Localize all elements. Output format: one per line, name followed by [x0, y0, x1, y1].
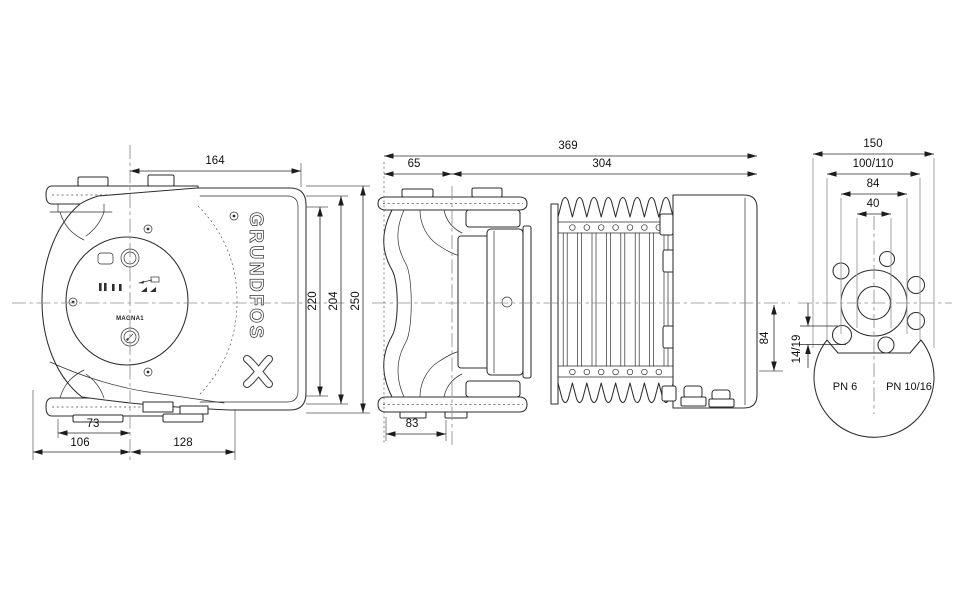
front-dimensions: 164 220 204 250 73 106 128 — [32, 155, 370, 460]
side-top-flange — [377, 187, 528, 228]
cable-clip-icon — [659, 213, 674, 236]
label-pn6: PN 6 — [833, 381, 857, 393]
dim-40: 40 — [867, 198, 880, 210]
dim-220: 220 — [307, 291, 319, 310]
dim-84-side: 84 — [759, 331, 771, 344]
dim-65: 65 — [408, 158, 421, 170]
dim-369: 369 — [558, 140, 577, 152]
flange-extension-lines — [812, 158, 935, 348]
dim-204: 204 — [328, 291, 340, 311]
display-icon — [97, 252, 114, 265]
meter-icon — [138, 276, 160, 284]
pump-mode-icons — [141, 287, 156, 292]
dim-128: 128 — [173, 437, 192, 449]
label-pn10-16: PN 10/16 — [886, 381, 932, 393]
terminal-box — [661, 194, 758, 409]
bolt-holes — [831, 250, 926, 354]
dim-304: 304 — [592, 158, 612, 170]
dim-106: 106 — [70, 437, 89, 449]
dim-164: 164 — [205, 155, 225, 167]
control-face — [65, 236, 189, 366]
front-neck-details — [49, 203, 225, 415]
dim-83: 83 — [406, 418, 419, 430]
dim-73: 73 — [87, 418, 100, 430]
vent-hole — [501, 296, 513, 308]
screw-icon — [68, 211, 239, 377]
cable-clamp — [661, 385, 677, 402]
front-view: MAGNA1 GRUNDFOS — [12, 145, 370, 462]
side-bottom-flange — [377, 380, 528, 419]
dim-14-19: 14/19 — [791, 335, 803, 364]
motor-fins — [550, 196, 676, 405]
cable-gland-icon — [680, 385, 707, 407]
dim-250: 250 — [350, 291, 362, 310]
dim-150: 150 — [863, 138, 882, 150]
flange-view: 150 100/110 84 40 14/19 PN 6 PN 10/16 — [791, 138, 952, 438]
side-dimensions: 369 65 304 84 83 — [384, 140, 783, 441]
grundfos-x-logo-icon — [243, 355, 273, 388]
dim-84-flange: 84 — [867, 178, 880, 190]
brand-logotype: GRUNDFOS — [245, 212, 266, 341]
side-view: 369 65 304 84 83 — [372, 140, 790, 448]
dim-100-110: 100/110 — [853, 158, 894, 170]
flange-dimensions: 150 100/110 84 40 14/19 PN 6 PN 10/16 — [791, 138, 934, 393]
stator-housing — [457, 225, 532, 379]
side-volute — [383, 209, 463, 398]
led-indicators-icon — [99, 283, 122, 291]
cable-gland-icon — [708, 389, 735, 408]
